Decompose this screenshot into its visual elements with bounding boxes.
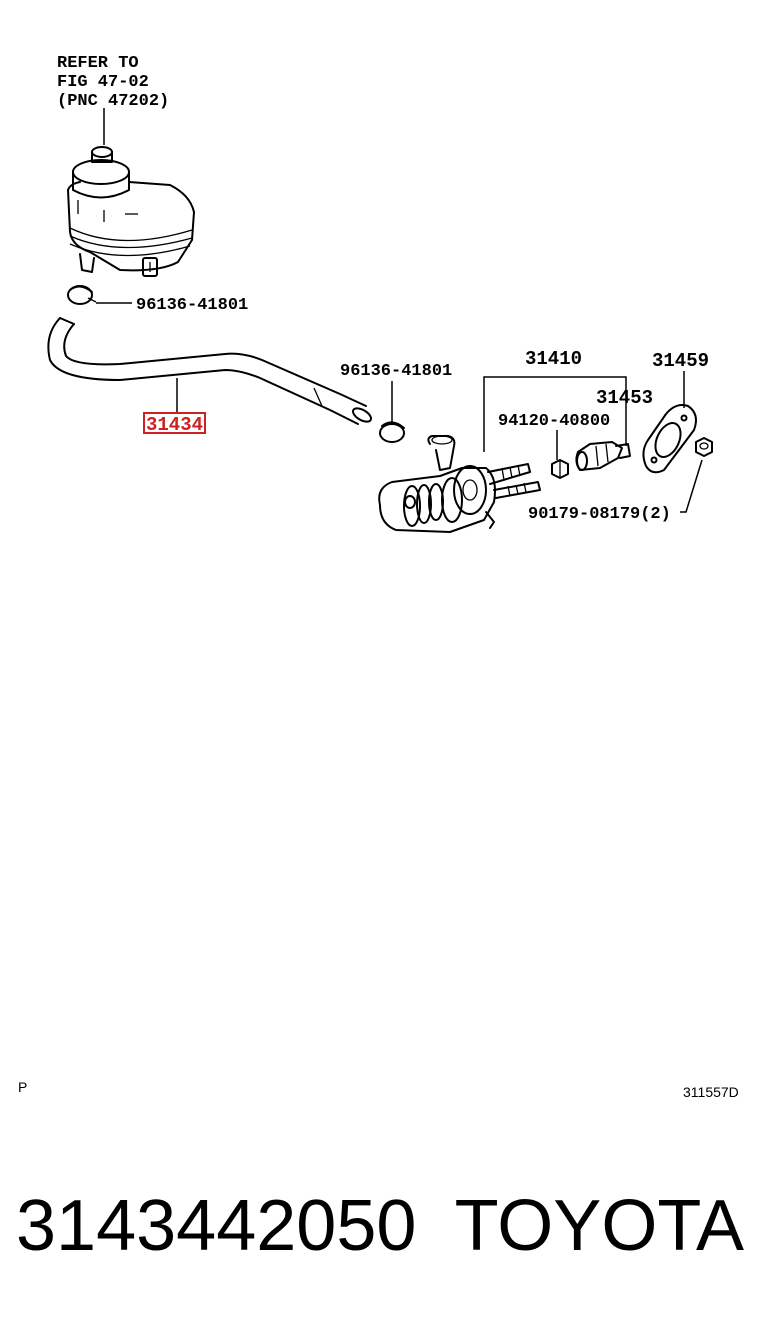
clutch-master-cylinder-drawing [378, 435, 541, 533]
gasket-label: 31459 [652, 350, 709, 372]
cylinder-assy-bracket [483, 376, 627, 452]
gasket-drawing [642, 404, 697, 474]
cylinder-assy-label: 31410 [525, 348, 582, 370]
bolt-label: 90179-08179(2) [528, 505, 671, 524]
hose-highlight-box[interactable] [143, 412, 206, 434]
push-rod-boot-drawing [575, 441, 631, 471]
refer-text-line1: REFER TO [57, 54, 139, 73]
corner-left-marker: P [18, 1079, 27, 1095]
push-rod-label: 31453 [596, 387, 653, 409]
refer-text-line2: FIG 47-02 [57, 73, 149, 92]
reservoir-hose-drawing [47, 317, 373, 425]
nut-label: 94120-40800 [498, 412, 610, 431]
parts-diagram: REFER TO FIG 47-02 (PNC 47202) 96136-418… [18, 54, 739, 1100]
footer-part-number: 3143442050 [16, 1186, 417, 1266]
hose-clip-lower-drawing [379, 421, 405, 443]
nut-drawing [551, 459, 569, 479]
bolt-leader-line [680, 459, 703, 513]
footer-brand-name: TOYOTA [454, 1186, 744, 1266]
hose-clip-upper-drawing [67, 285, 97, 305]
refer-text-line3: (PNC 47202) [57, 92, 169, 111]
reservoir-tank-drawing [67, 146, 195, 277]
clip-lower-label: 96136-41801 [340, 362, 452, 381]
bolt-drawing [695, 437, 713, 457]
hose-part-label[interactable]: 31434 [146, 414, 203, 436]
clip-upper-label: 96136-41801 [136, 296, 248, 315]
diagram-reference-code: 311557D [683, 1084, 739, 1100]
